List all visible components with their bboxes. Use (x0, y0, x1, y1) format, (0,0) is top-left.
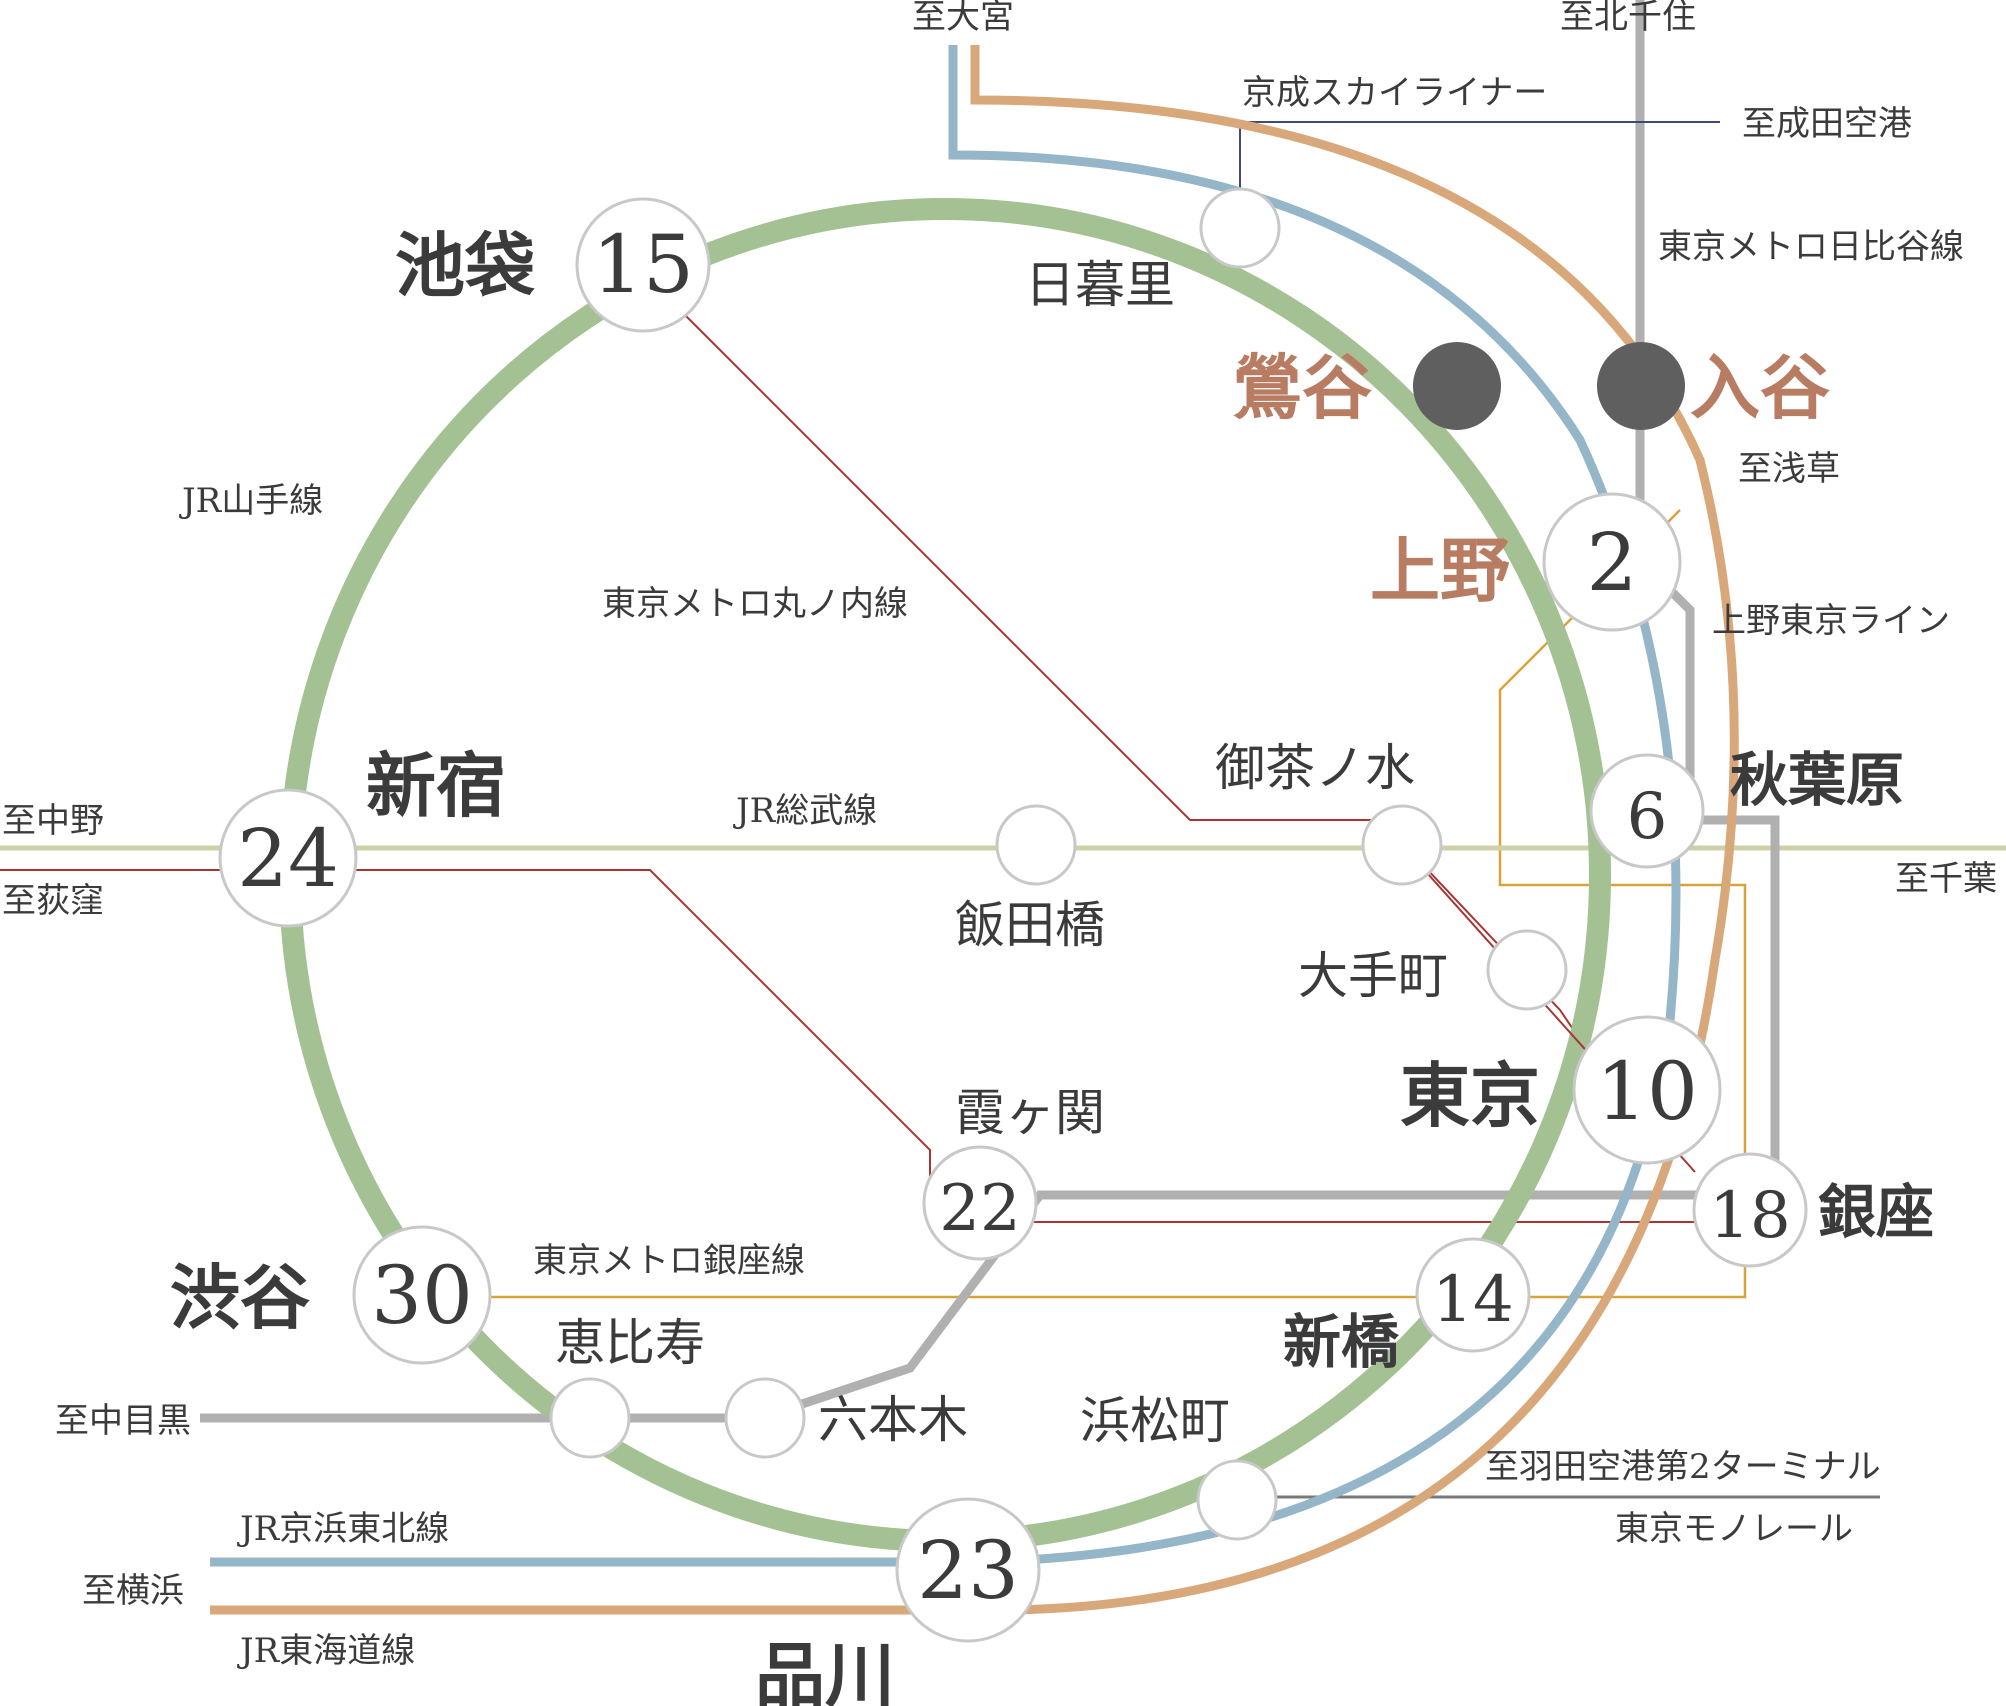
marunouchi-line-west (0, 869, 1720, 1223)
station-shimbashi (1415, 1237, 1531, 1353)
dir-kitasenju: 至北千住 (1560, 0, 1696, 37)
minutes-tokyo: 10 (1596, 1045, 1698, 1138)
station-ginza (1692, 1152, 1808, 1268)
label-tokyo: 東京 (1400, 1054, 1540, 1137)
station-kasumigaseki (922, 1145, 1038, 1261)
station-hamamatsucho (1196, 1459, 1278, 1541)
dir-ogikubo: 至荻窪 (2, 881, 104, 921)
label-uguisudani: 鶯谷 (1232, 346, 1372, 429)
line-ueno-tokyo: 上野東京ライン (1712, 601, 1950, 641)
minutes-ueno: 2 (1587, 516, 1638, 609)
dir-asakusa: 至浅草 (1738, 449, 1840, 489)
label-ueno: 上野 (1370, 529, 1510, 612)
line-tokaido: JR東海道線 (237, 1631, 415, 1671)
minutes-akihabara: 6 (1627, 780, 1668, 854)
dir-yokohama: 至横浜 (82, 1571, 184, 1611)
label-ikebukuro: 池袋 (395, 224, 535, 307)
station-roppongi (724, 1377, 806, 1459)
station-akihabara (1589, 753, 1705, 869)
minutes-shinjuku: 24 (237, 812, 339, 905)
dir-nakameguro: 至中目黒 (55, 1401, 191, 1441)
minutes-kasumigaseki: 22 (939, 1172, 1020, 1246)
label-iriya: 入谷 (1690, 346, 1830, 429)
dir-narita: 至成田空港 (1742, 104, 1912, 144)
dir-nakano: 至中野 (2, 801, 104, 841)
station-nippori (1199, 187, 1281, 269)
minutes-ginza: 18 (1709, 1179, 1790, 1253)
station-iidabashi (995, 804, 1077, 886)
minutes-shinagawa: 23 (917, 1524, 1019, 1617)
station-shinagawa (895, 1497, 1041, 1643)
label-shinagawa: 品川 (755, 1634, 895, 1706)
station-shinjuku (218, 788, 358, 928)
station-ueno (1542, 492, 1682, 632)
station-ebisu (549, 1377, 631, 1459)
label-kasumigaseki: 霞ヶ関 (955, 1084, 1105, 1142)
line-yamanote: JR山手線 (179, 481, 323, 521)
label-shibuya: 渋谷 (170, 1256, 310, 1339)
marunouchi-line (679, 309, 1656, 1151)
label-ebisu: 恵比寿 (555, 1314, 705, 1372)
label-iidabashi: 飯田橋 (955, 896, 1105, 954)
station-ochanomizu (1361, 804, 1443, 886)
label-ochanomizu: 御茶ノ水 (1215, 739, 1415, 797)
label-shinjuku: 新宿 (366, 744, 506, 827)
label-hamamatsucho: 浜松町 (1080, 1392, 1230, 1450)
dir-haneda: 至羽田空港第2ターミナル (1485, 1447, 1881, 1487)
dir-omiya: 至大宮 (912, 0, 1014, 37)
label-shimbashi: 新橋 (1283, 1308, 1400, 1376)
station-ikebukuro (575, 197, 711, 333)
minutes-shibuya: 30 (371, 1249, 473, 1342)
line-marunouchi: 東京メトロ丸ノ内線 (602, 584, 908, 624)
minutes-shimbashi: 14 (1432, 1263, 1513, 1337)
line-hibiya: 東京メトロ日比谷線 (1658, 227, 1964, 267)
label-otemachi: 大手町 (1298, 947, 1448, 1005)
station-uguisudani (1413, 342, 1501, 430)
line-ginza: 東京メトロ銀座線 (533, 1241, 805, 1281)
line-sobu: JR総武線 (733, 791, 877, 831)
label-ginza: 銀座 (1818, 1178, 1934, 1246)
dir-chiba: 至千葉 (1895, 859, 1997, 899)
tokaido-line (210, 45, 1739, 1615)
station-otemachi (1486, 929, 1568, 1011)
label-akihabara: 秋葉原 (1730, 746, 1904, 814)
line-keihin-tohoku: JR京浜東北線 (237, 1509, 449, 1549)
line-monorail: 東京モノレール (1615, 1509, 1853, 1549)
label-nippori: 日暮里 (1025, 256, 1175, 314)
minutes-ikebukuro: 15 (592, 218, 694, 311)
line-skyliner: 京成スカイライナー (1242, 73, 1547, 113)
station-shibuya (352, 1225, 492, 1365)
label-roppongi: 六本木 (818, 1391, 968, 1449)
station-tokyo (1572, 1015, 1722, 1165)
station-iriya (1597, 342, 1685, 430)
